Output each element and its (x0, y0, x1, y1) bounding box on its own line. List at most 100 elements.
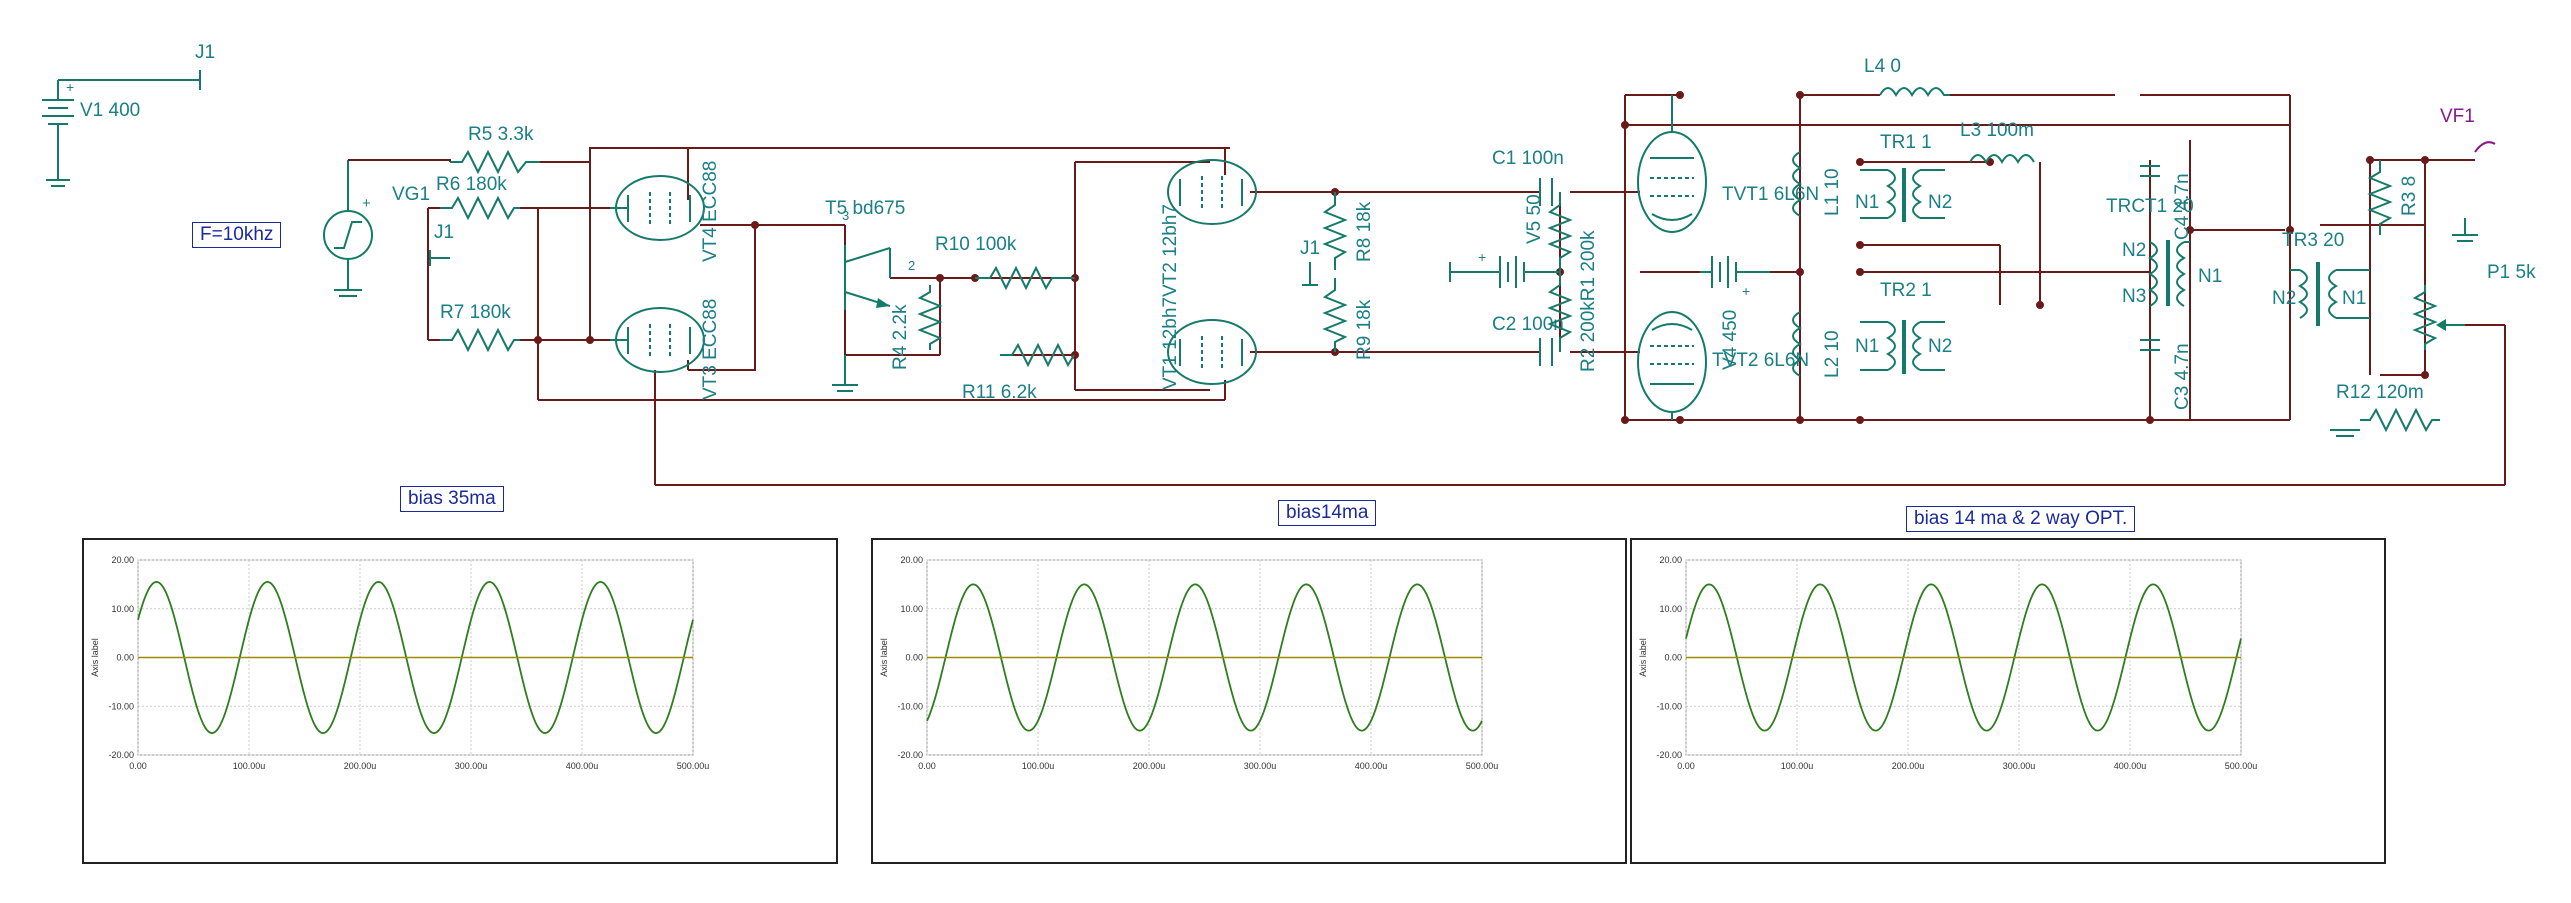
svg-text:+: + (66, 79, 74, 95)
label-pin2: 2 (908, 258, 915, 273)
x-tick-label: 0.00 (129, 761, 147, 771)
y-tick-label: -20.00 (897, 750, 923, 760)
transformer-tr3[interactable] (2290, 262, 2370, 326)
oscilloscope-panel-2[interactable]: 0.00 100.00u 200.00u 300.00u 400.00u 500.00u 2… (871, 538, 1627, 864)
label-trct1: TRCT1 20 (2106, 196, 2194, 217)
y-axis-label: Axis label (90, 638, 100, 677)
x-tick-label: 300.00u (1244, 761, 1277, 771)
x-tick-label: 400.00u (2114, 761, 2147, 771)
svg-text:+: + (1478, 249, 1486, 265)
label-v1: V1 400 (80, 100, 140, 121)
x-tick-label: 500.00u (1466, 761, 1499, 771)
y-tick-label: -10.00 (1656, 701, 1682, 711)
resistor-r7[interactable] (440, 327, 520, 353)
y-tick-label: -20.00 (108, 750, 134, 760)
y-tick-label: 20.00 (111, 555, 134, 565)
label-c2: C2 100n (1492, 314, 1564, 335)
label-trct-n1: N1 (2198, 266, 2222, 287)
ground-t5 (832, 355, 858, 392)
transformer-trct1[interactable] (2147, 240, 2190, 307)
label-r7: R7 180k (440, 302, 511, 323)
inductor-l2[interactable] (1792, 311, 1803, 377)
y-tick-label: 10.00 (1659, 604, 1682, 614)
battery-v1[interactable]: + (42, 70, 201, 187)
x-tick-label: 200.00u (344, 761, 377, 771)
label-c1: C1 100n (1492, 148, 1564, 169)
label-l1: L1 10 (1822, 168, 1843, 216)
inductor-l3[interactable] (1969, 154, 2035, 165)
y-axis-label: Axis label (1638, 638, 1648, 677)
resistor-r12[interactable] (2330, 407, 2440, 437)
tube-vt3[interactable] (610, 307, 705, 373)
x-tick-label: 0.00 (918, 761, 936, 771)
label-vt4: VT4 ECC88 (700, 161, 721, 262)
label-trct-n3: N3 (2122, 286, 2146, 307)
x-tick-label: 200.00u (1133, 761, 1166, 771)
y-tick-label: -20.00 (1656, 750, 1682, 760)
sine-series (1685, 583, 2242, 732)
resistor-r10[interactable] (975, 265, 1075, 291)
label-j1-top: J1 (195, 42, 215, 63)
resistor-r6[interactable] (440, 195, 520, 221)
tube-tvt2[interactable] (1637, 311, 1707, 420)
label-t5: T5 bd675 (825, 198, 905, 219)
inductor-l4[interactable] (1879, 87, 1950, 98)
x-tick-label: 300.00u (455, 761, 488, 771)
inductor-l1[interactable] (1792, 151, 1803, 217)
label-r2-r1: R2 200kR1 200k (1578, 230, 1599, 372)
capacitor-c3[interactable] (2140, 339, 2160, 351)
frequency-box: F=10khz (192, 222, 282, 248)
battery-v4[interactable]: + (1700, 256, 1770, 299)
label-vf1: VF1 (2440, 106, 2475, 127)
x-tick-label: 100.00u (1022, 761, 1055, 771)
wiring (348, 91, 2506, 486)
x-tick-label: 400.00u (1355, 761, 1388, 771)
ground-output (2452, 218, 2478, 242)
resistor-r2[interactable] (1547, 272, 1573, 352)
label-tr1-n2: N2 (1928, 192, 1952, 213)
resistor-r9[interactable] (1322, 278, 1348, 352)
potentiometer-p1[interactable] (2412, 285, 2465, 350)
x-tick-label: 500.00u (677, 761, 710, 771)
svg-text:+: + (362, 195, 371, 212)
label-pin3: 3 (842, 208, 849, 223)
resistor-r11[interactable] (1000, 342, 1075, 368)
battery-v5[interactable]: + (1449, 249, 1560, 288)
resistor-r4[interactable] (917, 285, 943, 350)
tube-vt4[interactable] (610, 175, 705, 241)
transformer-tr2[interactable] (1860, 320, 1945, 374)
y-tick-label: 20.00 (900, 555, 923, 565)
chart-svg: 0.00 100.00u 200.00u 300.00u 400.00u 500.00u 2… (879, 555, 1499, 771)
probe-vf1[interactable] (2474, 141, 2496, 153)
label-v5: V5 50 (1524, 194, 1545, 244)
resistor-r8[interactable] (1322, 192, 1348, 270)
label-c4: C4 4.7n (2172, 173, 2193, 240)
label-c3: C3 4.7n (2172, 343, 2193, 410)
x-tick-label: 200.00u (1892, 761, 1925, 771)
label-l3: L3 100m (1960, 120, 2034, 141)
transformer-tr1[interactable] (1860, 168, 1945, 222)
transistor-t5[interactable] (844, 245, 891, 310)
label-r3: R3 8 (2399, 176, 2420, 216)
y-tick-label: -10.00 (108, 701, 134, 711)
x-tick-label: 100.00u (1781, 761, 1814, 771)
resistor-r5[interactable] (450, 149, 540, 175)
resistor-r3[interactable] (2367, 160, 2393, 235)
label-r10: R10 100k (935, 234, 1017, 255)
label-j1-in: J1 (434, 222, 454, 243)
resistor-r1[interactable] (1547, 192, 1573, 272)
label-r11: R11 6.2k (962, 382, 1037, 403)
signal-generator-vg1[interactable]: + (323, 160, 373, 297)
y-tick-label: 0.00 (1664, 653, 1682, 663)
tube-vt1[interactable] (1167, 319, 1257, 385)
y-tick-label: 10.00 (900, 604, 923, 614)
capacitor-c1[interactable] (1539, 178, 1553, 206)
label-tr2-n1: N1 (1855, 336, 1879, 357)
label-vt3: VT3 ECC88 (700, 299, 721, 400)
capacitor-c4[interactable] (2140, 165, 2160, 177)
capacitor-c2[interactable] (1539, 338, 1553, 366)
tube-tvt1[interactable] (1637, 95, 1707, 233)
tube-vt2[interactable] (1167, 159, 1257, 225)
